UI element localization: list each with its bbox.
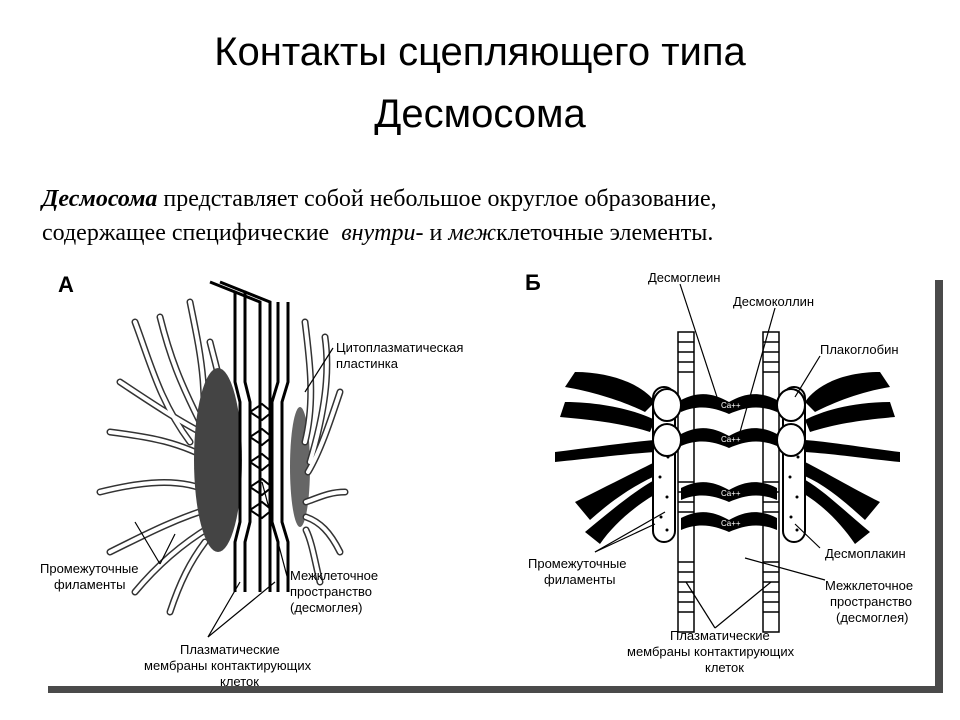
- filaments-left-black: [555, 372, 663, 544]
- cadherin-bridges: [681, 394, 777, 532]
- label-membranes-a-1: Плазматические: [180, 642, 280, 657]
- label-space-b-3: (десмоглея): [836, 610, 908, 625]
- label-space-b-2: пространство: [830, 594, 912, 609]
- label-plaque-1: Цитоплазматическая: [336, 340, 463, 355]
- label-filaments-b-1: Промежуточные: [528, 556, 626, 571]
- label-membranes-b-3: клеток: [705, 660, 744, 675]
- membrane-left: [677, 331, 695, 633]
- figure-a-letter: А: [58, 272, 74, 297]
- ca-label-3: Ca++: [721, 489, 741, 498]
- plasma-membranes: [209, 280, 290, 592]
- figure-frame-shadow-bottom: [48, 686, 943, 693]
- label-desmoplakin: Десмоплакин: [825, 546, 906, 561]
- para-text-4: клеточные элементы.: [496, 220, 714, 246]
- label-space-a-2: пространство: [290, 584, 372, 599]
- label-filaments-a-2: филаменты: [54, 577, 125, 592]
- label-space-a-3: (десмоглея): [290, 600, 362, 615]
- ca-label-2: Ca++: [721, 435, 741, 444]
- slide-subtitle: Десмосома: [374, 92, 586, 136]
- label-desmoglein: Десмоглеин: [648, 270, 720, 285]
- figure-b-letter: Б: [525, 270, 541, 295]
- term-desmosome: Десмосома: [42, 186, 158, 212]
- para-text-2: содержащее специфические: [42, 220, 342, 246]
- slide-title: Контакты сцепляющего типа: [214, 30, 746, 74]
- label-membranes-b-1: Плазматические: [670, 628, 770, 643]
- label-membranes-a-2: мембраны контактирующих: [144, 658, 312, 673]
- label-plakoglobin: Плакоглобин: [820, 342, 899, 357]
- figure-a-diagram: А: [40, 272, 463, 689]
- label-membranes-a-3: клеток: [220, 674, 259, 689]
- cytoplasmic-plaque-left: [194, 368, 242, 552]
- figure-frame-shadow-right: [935, 280, 943, 692]
- para-text-3: - и: [415, 220, 449, 246]
- leader-lines-a: [134, 347, 334, 638]
- description-paragraph: Десмосома представляет собой небольшое о…: [42, 182, 932, 250]
- label-filaments-a-1: Промежуточные: [40, 561, 138, 576]
- label-membranes-b-2: мембраны контактирующих: [627, 644, 795, 659]
- label-filaments-b-2: филаменты: [544, 572, 615, 587]
- label-plaque-2: пластинка: [336, 356, 399, 371]
- label-space-b-1: Межклеточное: [825, 578, 913, 593]
- label-desmocollin: Десмоколлин: [733, 294, 814, 309]
- term-intra: внутри: [341, 220, 416, 246]
- ca-label-4: Ca++: [721, 519, 741, 528]
- term-inter: меж: [448, 220, 497, 246]
- leader-lines-b: [594, 283, 826, 629]
- para-text-1: представляет собой небольшое округлое об…: [157, 186, 717, 212]
- ca-label-1: Ca++: [721, 401, 741, 410]
- figure-b-diagram: Б: [525, 270, 913, 675]
- label-space-a-1: Межклеточное: [290, 568, 378, 583]
- filaments-right-black: [797, 372, 900, 544]
- plakoglobin-ovals: [652, 388, 806, 457]
